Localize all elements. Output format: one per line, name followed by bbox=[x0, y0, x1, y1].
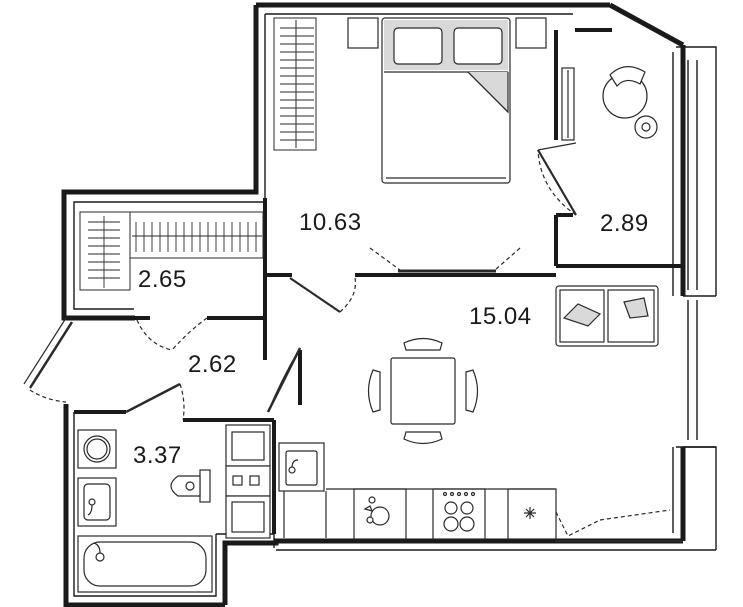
area-balcony: 2.89 bbox=[600, 210, 649, 237]
interior-walls bbox=[64, 28, 683, 534]
outer-walls bbox=[61, 2, 686, 607]
area-hallway: 2.62 bbox=[188, 351, 237, 378]
bedroom-wardrobe bbox=[273, 17, 317, 151]
kitchen-counter bbox=[278, 442, 557, 540]
double-bed bbox=[347, 17, 547, 184]
balcony-furniture bbox=[561, 66, 658, 141]
area-bedroom: 10.63 bbox=[299, 209, 362, 236]
wardrobe-shelving bbox=[79, 211, 264, 291]
dining-set bbox=[367, 337, 479, 445]
bathroom-fixtures bbox=[77, 429, 213, 593]
sofa bbox=[555, 285, 659, 347]
area-wardrobe: 2.65 bbox=[138, 266, 187, 293]
doors bbox=[23, 142, 683, 542]
hall-cabinets bbox=[225, 424, 271, 539]
area-bathroom: 3.37 bbox=[133, 442, 182, 469]
area-living-kitchen: 15.04 bbox=[469, 303, 532, 330]
